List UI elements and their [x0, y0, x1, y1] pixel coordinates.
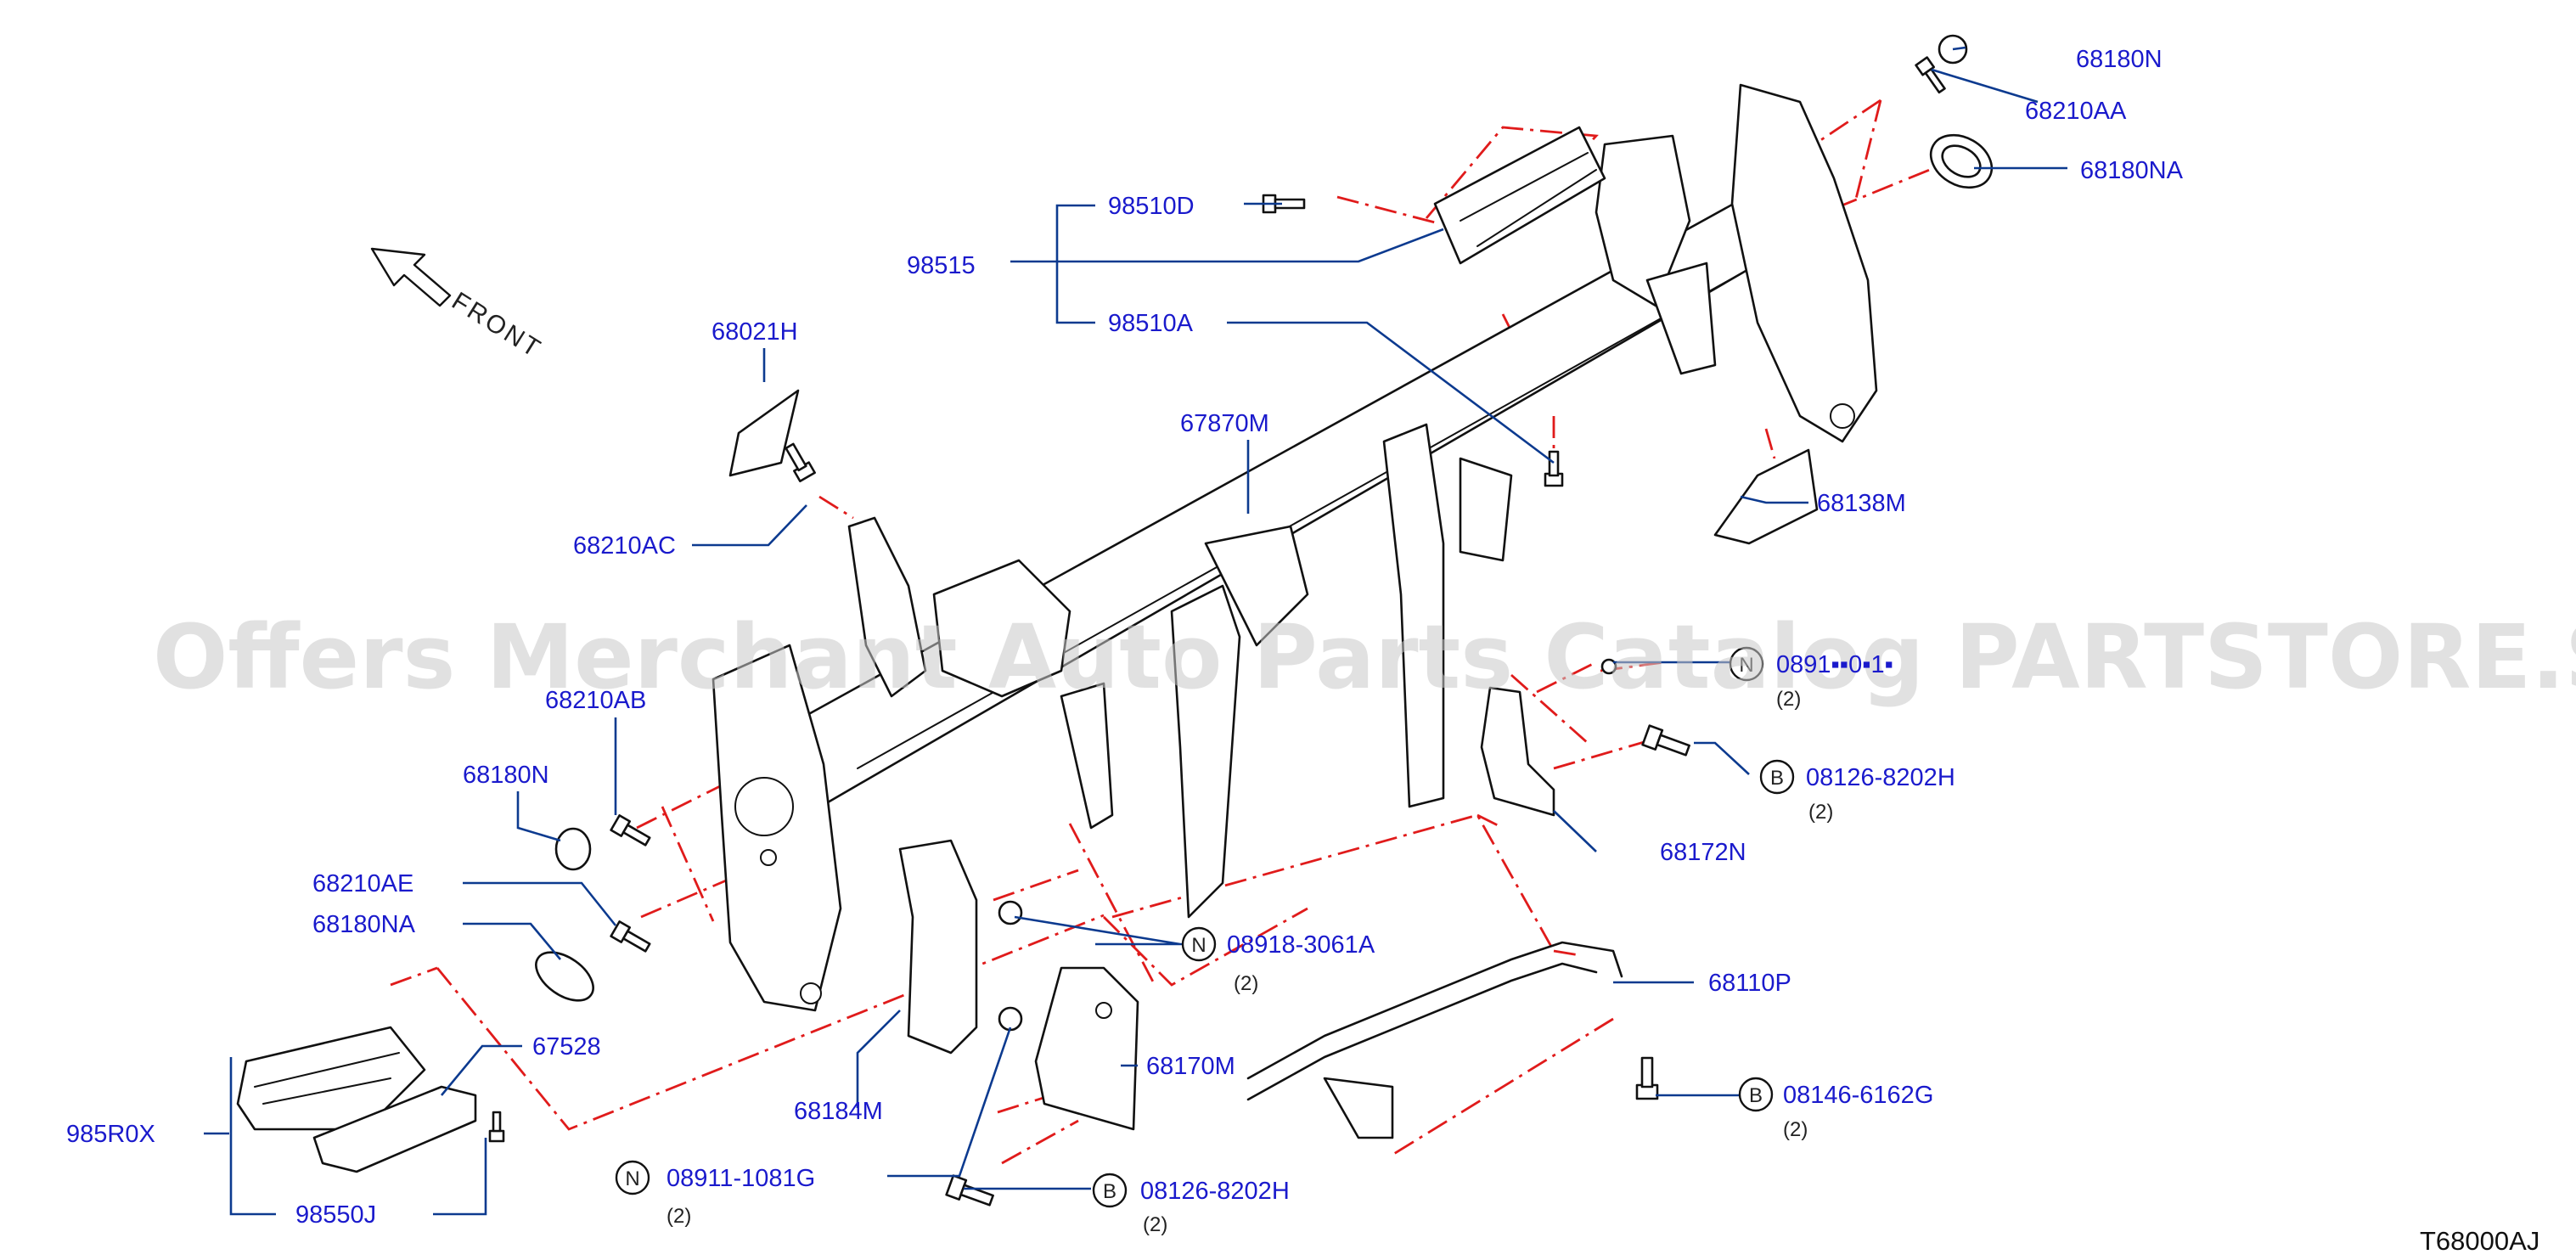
- label-08126-8202H-bottom: 08126-8202H: [1140, 1178, 1290, 1205]
- label-68021H: 68021H: [711, 318, 798, 346]
- label-68172N: 68172N: [1660, 839, 1746, 866]
- label-67870M: 67870M: [1180, 410, 1269, 437]
- seal-68021H: [728, 389, 800, 477]
- qty-08126-right: (2): [1808, 801, 1833, 824]
- qty-08918: (2): [1234, 972, 1258, 995]
- front-label: FRONT: [447, 287, 547, 364]
- label-98510D: 98510D: [1108, 193, 1195, 220]
- symbol-b-08126-right: B: [1759, 759, 1795, 795]
- watermark: Offers Merchant Auto Parts Catalog PARTS…: [153, 605, 2576, 709]
- label-98515: 98515: [907, 252, 976, 279]
- label-68184M: 68184M: [794, 1098, 883, 1125]
- svg-text:B: B: [1770, 767, 1784, 790]
- qty-08126-bottom: (2): [1143, 1213, 1167, 1236]
- label-68110P: 68110P: [1708, 970, 1791, 997]
- label-08146-6162G: 08146-6162G: [1783, 1082, 1933, 1109]
- label-68180NA-left: 68180NA: [312, 911, 416, 938]
- label-68170M: 68170M: [1146, 1053, 1235, 1080]
- label-08918-3061A: 08918-3061A: [1227, 931, 1375, 959]
- label-98550J: 98550J: [295, 1201, 376, 1229]
- svg-text:N: N: [1739, 654, 1753, 677]
- svg-text:N: N: [625, 1167, 639, 1190]
- label-08911-1081G: 08911-1081G: [666, 1165, 815, 1192]
- plug-68180NA-left: [535, 951, 594, 1002]
- svg-text:N: N: [1191, 934, 1206, 957]
- symbol-n-08918: N: [1181, 926, 1217, 962]
- label-985R0X: 985R0X: [66, 1121, 155, 1148]
- front-arrow: FRONT: [370, 247, 547, 364]
- label-68180N-left: 68180N: [463, 762, 549, 789]
- label-68210AB: 68210AB: [545, 687, 646, 714]
- label-67528: 67528: [532, 1033, 601, 1060]
- part-labels: 68180N 68210AA 68180NA 98510D 98515 9851…: [66, 46, 2184, 1236]
- bracket-67528: [312, 1085, 477, 1173]
- leader-lines: [204, 46, 2067, 1216]
- label-98510A: 98510A: [1108, 310, 1194, 337]
- label-68180NA-top: 68180NA: [2080, 157, 2184, 184]
- symbol-b-08146: B: [1738, 1077, 1774, 1112]
- symbol-b-08126-bottom: B: [1092, 1173, 1128, 1208]
- bracket-68170M: [1034, 966, 1139, 1131]
- label-68138M: 68138M: [1817, 490, 1906, 517]
- label-68210AE: 68210AE: [312, 870, 413, 897]
- diagram-code: T68000AJ: [2420, 1226, 2539, 1256]
- label-68210AC: 68210AC: [573, 532, 676, 560]
- label-08911-partial: 0891▪▪0▪1▪: [1776, 651, 1893, 678]
- bar-68110P: [1246, 941, 1623, 1139]
- plug-68180N-left: [554, 827, 592, 871]
- plug-68180NA-top: [1929, 133, 1994, 189]
- bracket-68172N: [1480, 686, 1555, 817]
- label-08126-8202H-right: 08126-8202H: [1806, 764, 1955, 791]
- cross-member-67870M: [711, 83, 1878, 1012]
- qty-08146: (2): [1783, 1118, 1808, 1141]
- qty-08911-1081G: (2): [666, 1205, 691, 1228]
- bolts: [488, 56, 1946, 1207]
- stay-68184M: [898, 839, 978, 1055]
- qty-08911-partial: (2): [1776, 688, 1801, 711]
- airbag-98515: [1433, 126, 1606, 265]
- label-68180N-top: 68180N: [2076, 46, 2163, 73]
- label-68210AA: 68210AA: [2025, 98, 2127, 125]
- svg-text:B: B: [1103, 1180, 1116, 1203]
- symbol-n-08911-partial: N: [1729, 646, 1764, 682]
- symbol-n-08911-1081: N: [615, 1160, 650, 1195]
- svg-text:B: B: [1749, 1084, 1763, 1107]
